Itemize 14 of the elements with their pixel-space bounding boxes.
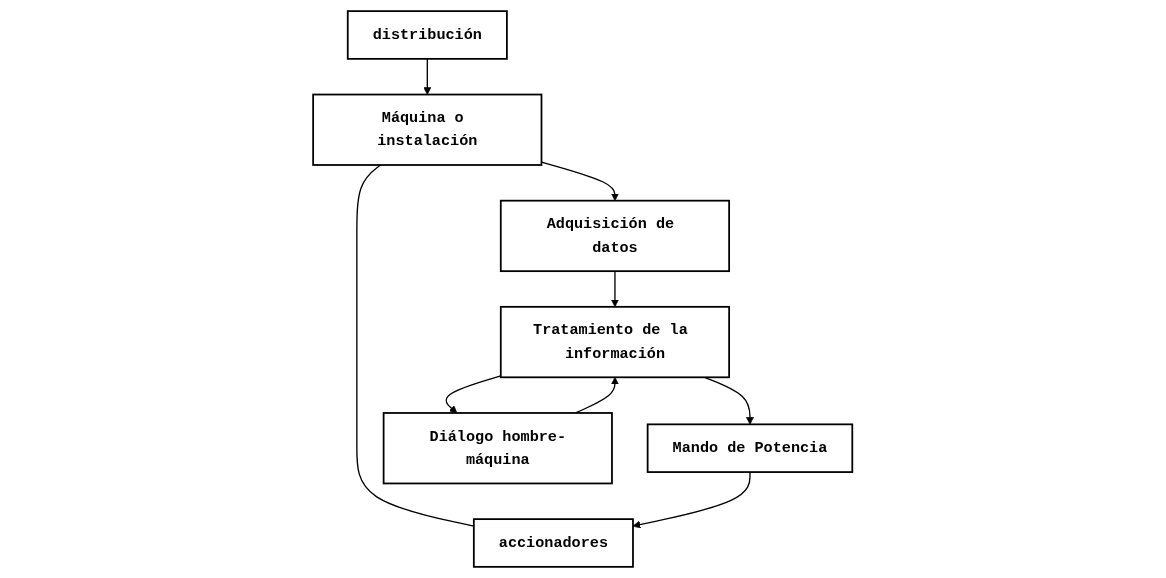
arrow: [611, 270, 620, 308]
node-box: Máquina o instalación: [312, 93, 543, 166]
arrow: [445, 375, 502, 414]
node-box: Adquisición de datos: [500, 199, 731, 273]
arrow: [575, 376, 620, 414]
node-box: distribución: [347, 10, 509, 60]
node-box: accionadores: [473, 518, 635, 568]
node-box: Mando de Potencia: [647, 423, 854, 473]
node-box: Diálogo hombre-máquina: [383, 412, 614, 485]
connector: [356, 164, 475, 527]
arrow: [423, 58, 432, 95]
node-box: Tratamiento de la información: [500, 305, 731, 379]
arrow: [704, 376, 755, 425]
arrow: [541, 161, 620, 202]
